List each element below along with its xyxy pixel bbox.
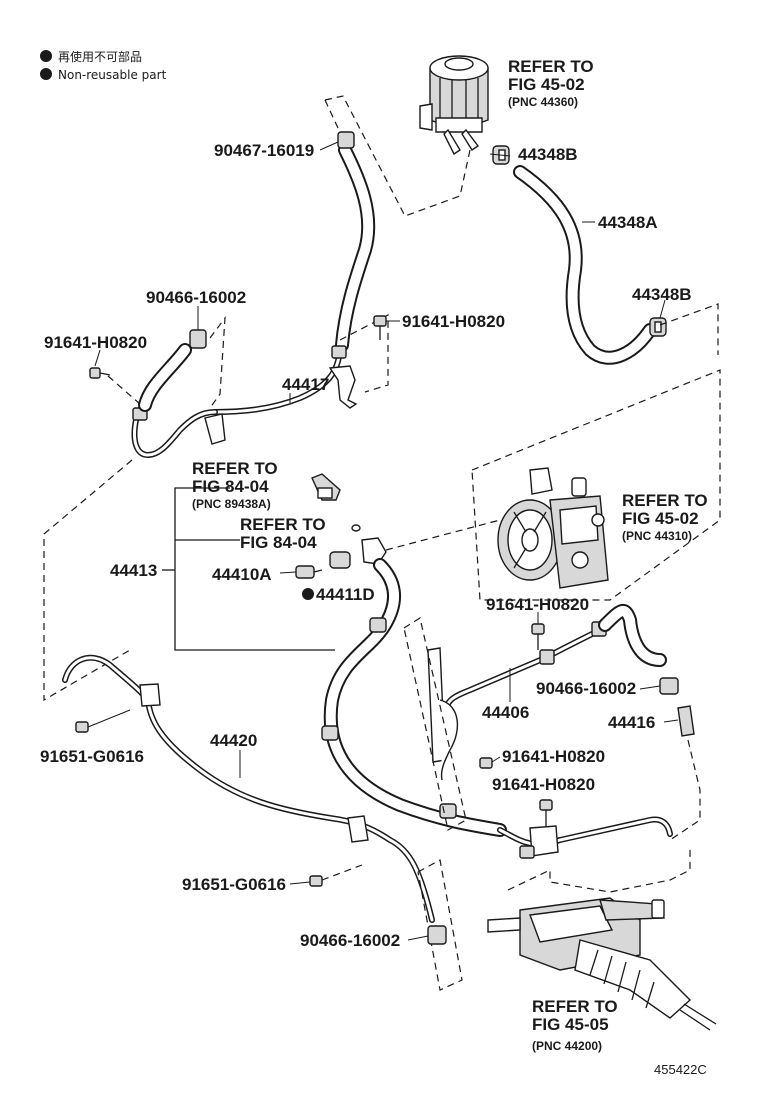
part-number-label: 44348A (598, 213, 658, 232)
part-number-label: REFER TO (240, 515, 326, 534)
bolt-91641-H0820-low2 (539, 799, 553, 830)
part-number-label: 91641-H0820 (486, 595, 589, 614)
part-number-label: 91641-H0820 (502, 747, 605, 766)
bolt-91641-H0820-right (531, 623, 545, 650)
hose-clamp-90467-16019 (337, 131, 355, 149)
bolt-91651-G0616-left (75, 709, 131, 733)
part-number-label: 44348B (632, 285, 692, 304)
legend: 再使用不可部品 Non-reusable part (40, 49, 167, 82)
part-number-label: 91641-H0820 (44, 333, 147, 352)
reservoir-tank-illustration (419, 55, 489, 156)
hose-upper-left (335, 143, 376, 352)
steering-gear-illustration (487, 897, 717, 1031)
boundary-strip (403, 617, 467, 831)
hose-44348A (513, 165, 657, 365)
part-number-label: 44348B (518, 145, 578, 164)
o-ring (351, 524, 361, 532)
part-number-label: 44420 (210, 731, 257, 750)
part-number-label: 44416 (608, 713, 655, 732)
legend-japanese: 再使用不可部品 (58, 49, 142, 64)
part-number-label: 91641-H0820 (492, 775, 595, 794)
boundary-44348B (659, 303, 719, 355)
part-number-label: (PNC 89438A) (192, 497, 271, 511)
union-44416 (677, 705, 695, 737)
part-number-label: 90466-16002 (146, 288, 246, 307)
pressure-hose-44413 (321, 558, 507, 837)
boundary-bolt-left (107, 375, 141, 405)
part-number-label: 91651-G0616 (182, 875, 286, 894)
bolt-91651-G0616-bottom (309, 875, 323, 887)
part-number-label: 44411D (316, 585, 375, 604)
hose-small-left (138, 329, 207, 412)
part-number-label: 91651-G0616 (40, 747, 144, 766)
part-number-label: 91641-H0820 (402, 312, 505, 331)
part-number-label: FIG 84-04 (240, 533, 317, 552)
tube-44417 (131, 345, 358, 458)
part-number-label: FIG 45-02 (508, 75, 585, 94)
part-number-label: REFER TO (508, 57, 594, 76)
pressure-tube-to-gear (497, 816, 673, 859)
return-hose-right (598, 604, 667, 667)
bolt-connection (321, 864, 363, 881)
part-number-label: 44406 (482, 703, 529, 722)
hose-clamp-90466-16002-right (659, 677, 679, 695)
tube-44406 (442, 621, 607, 718)
part-number-label: 90466-16002 (536, 679, 636, 698)
boundary-90467 (339, 314, 389, 393)
part-number-label: (PNC 44200) (532, 1039, 602, 1053)
pump-connection (385, 519, 501, 551)
non-reusable-dot-icon (40, 50, 52, 62)
boundary-44416 (669, 739, 701, 841)
part-number-label: FIG 84-04 (192, 477, 269, 496)
leader-lines (94, 141, 679, 941)
non-reusable-dot-icon (302, 588, 314, 600)
pressure-sensor (311, 473, 341, 501)
boundary-44420-bottom (417, 859, 463, 991)
hose-clamp-90466-16002-bottom (427, 925, 447, 945)
heat-shield-strip (427, 647, 459, 781)
pressure-fitting (361, 537, 387, 565)
power-steering-pump-illustration (497, 467, 609, 589)
illustration-number: 455422C (654, 1062, 707, 1077)
bolt-91641-H0820-left (89, 367, 111, 379)
legend-english: Non-reusable part (58, 68, 167, 82)
part-number-label: 44417 (282, 375, 329, 394)
union-44411D (329, 551, 351, 569)
bracket-44413 (174, 487, 335, 651)
part-number-label: 90467-16019 (214, 141, 314, 160)
part-number-label: 90466-16002 (300, 931, 400, 950)
part-number-label: 44410A (212, 565, 272, 584)
reservoir-boundary (324, 95, 471, 217)
bolt-44410A (295, 565, 323, 579)
part-number-label: REFER TO (622, 491, 708, 510)
part-number-label: FIG 45-02 (622, 509, 699, 528)
reservoir-boundary (324, 99, 339, 129)
part-number-label: REFER TO (192, 459, 278, 478)
bolt-91641-H0820-low1 (479, 757, 493, 769)
part-number-label: 44413 (110, 561, 157, 580)
part-number-label: (PNC 44310) (622, 529, 692, 543)
part-number-label: REFER TO (532, 997, 618, 1016)
bolt-91641-H0820-mid (373, 315, 387, 340)
boundary-pump (471, 369, 721, 601)
boundary-left (43, 459, 133, 702)
boundary-90466-top (209, 316, 226, 409)
clamp-44348B-bottom (649, 317, 667, 337)
tube-44420 (62, 654, 435, 923)
part-number-label: (PNC 44360) (508, 95, 578, 109)
part-number-label: FIG 45-05 (532, 1015, 609, 1034)
non-reusable-dot-icon (40, 68, 52, 80)
part-labels: REFER TO FIG 45-02 (PNC 44360) 90467-160… (40, 57, 708, 1077)
